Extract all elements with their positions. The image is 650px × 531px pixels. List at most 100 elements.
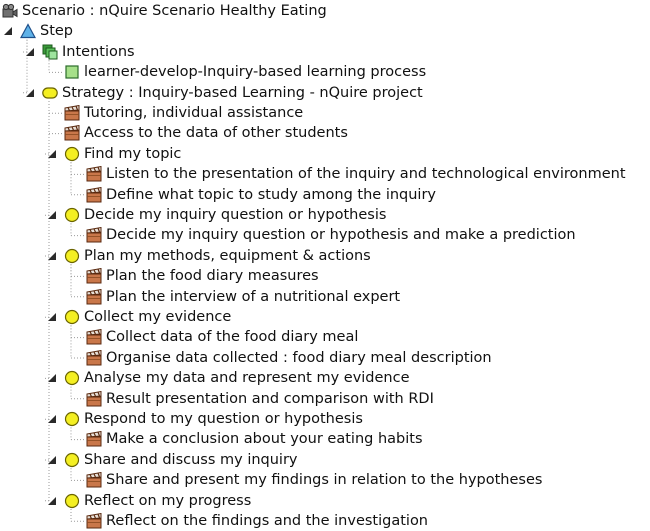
tree-row-phase-reflect-progress[interactable]: Reflect on my progress <box>46 491 251 511</box>
tree-item-label: Plan my methods, equipment & actions <box>84 247 371 264</box>
tree-item-label: Result presentation and comparison with … <box>106 390 434 407</box>
tree-item-label: Collect my evidence <box>84 309 232 325</box>
expand-toggle-icon[interactable] <box>46 495 58 507</box>
phase-icon <box>64 493 80 509</box>
tree-row-scenario[interactable]: Scenario : nQuire Scenario Healthy Eatin… <box>2 1 327 21</box>
expand-toggle-icon[interactable] <box>2 25 14 37</box>
phase-icon <box>64 146 80 162</box>
toggle-spacer <box>68 291 80 303</box>
phase-icon <box>64 309 80 325</box>
tree-item-label: Define what topic to study among the inq… <box>106 186 437 203</box>
tree-item-label: Make a conclusion about your eating habi… <box>106 431 423 448</box>
tree-item-label: Plan the food diary measures <box>106 268 319 285</box>
expand-toggle-icon[interactable] <box>46 413 58 425</box>
phase-icon <box>64 411 80 427</box>
tree-row-activity-collect-data[interactable]: Collect data of the food diary meal <box>68 327 358 347</box>
tree-row-activity-share-findings[interactable]: Share and present my findings in relatio… <box>68 470 542 490</box>
strategy-icon <box>42 85 58 101</box>
toggle-spacer <box>68 270 80 282</box>
tree-item-label: Reflect on my progress <box>84 492 252 509</box>
phase-icon <box>64 370 80 386</box>
tree-row-activity-organise-data[interactable]: Organise data collected : food diary mea… <box>68 348 492 368</box>
objective-icon <box>64 64 80 80</box>
intentions-icon <box>42 44 58 60</box>
tree-item-label: Respond to my question or hypothesis <box>84 411 363 427</box>
step-icon <box>20 23 36 39</box>
tree-row-phase-analyse-data[interactable]: Analyse my data and represent my evidenc… <box>46 368 410 388</box>
tree-item-label: Plan the interview of a nutritional expe… <box>106 288 401 305</box>
toggle-spacer <box>46 107 58 119</box>
tree-item-label: learner-develop-Inquiry-based learning p… <box>84 64 427 81</box>
tree-item-label: Find my topic <box>84 145 182 162</box>
tree-row-activity-reflect-findings[interactable]: Reflect on the findings and the investig… <box>68 511 428 531</box>
tree-item-label: Access to the data of other students <box>84 125 348 142</box>
toggle-spacer <box>68 168 80 180</box>
activity-icon <box>64 105 80 121</box>
tree-row-activity-tutoring[interactable]: Tutoring, individual assistance <box>46 103 303 123</box>
activity-icon <box>86 513 102 529</box>
tree-row-step[interactable]: Step <box>2 21 73 41</box>
activity-icon <box>86 186 102 203</box>
phase-icon <box>64 452 80 468</box>
activity-icon <box>86 268 102 284</box>
tree-row-activity-plan-interview[interactable]: Plan the interview of a nutritional expe… <box>68 287 400 307</box>
tree-row-activity-decide-question[interactable]: Decide my inquiry question or hypothesis… <box>68 225 576 245</box>
expand-toggle-icon[interactable] <box>46 250 58 262</box>
tree-row-activity-define-topic[interactable]: Define what topic to study among the inq… <box>68 185 436 205</box>
tree-row-activity-make-conclusion[interactable]: Make a conclusion about your eating habi… <box>68 429 423 449</box>
tree-item-label: Collect data of the food diary meal <box>106 329 359 346</box>
tree-row-phase-find-topic[interactable]: Find my topic <box>46 144 181 164</box>
toggle-spacer <box>46 66 58 78</box>
tree-item-label: Scenario : nQuire Scenario Healthy Eatin… <box>22 3 327 19</box>
expand-toggle-icon[interactable] <box>24 46 36 58</box>
expand-toggle-icon[interactable] <box>46 311 58 323</box>
toggle-spacer <box>68 515 80 527</box>
phase-icon <box>64 207 80 223</box>
tree-row-activity-listen[interactable]: Listen to the presentation of the inquir… <box>68 164 626 184</box>
tree-item-label: Decide my inquiry question or hypothesis… <box>106 227 576 244</box>
toggle-spacer <box>68 433 80 445</box>
activity-icon <box>86 349 102 366</box>
tree-item-label: Tutoring, individual assistance <box>84 105 304 121</box>
scenario-icon <box>2 3 18 19</box>
expand-toggle-icon[interactable] <box>46 454 58 466</box>
toggle-spacer <box>68 189 80 201</box>
activity-icon <box>86 329 102 345</box>
expand-toggle-icon[interactable] <box>46 209 58 221</box>
activity-icon <box>86 431 102 447</box>
toggle-spacer <box>68 393 80 405</box>
tree-row-activity-plan-food-diary[interactable]: Plan the food diary measures <box>68 266 319 286</box>
tree-item-label: Organise data collected : food diary mea… <box>106 349 492 366</box>
tree-item-label: Step <box>40 23 74 40</box>
tree-row-intention-1[interactable]: learner-develop-Inquiry-based learning p… <box>46 62 426 82</box>
tree-row-activity-result-presentation[interactable]: Result presentation and comparison with … <box>68 389 434 409</box>
activity-icon <box>86 390 102 407</box>
toggle-spacer <box>68 229 80 241</box>
tree-row-activity-access[interactable]: Access to the data of other students <box>46 123 348 143</box>
tree-row-intentions[interactable]: Intentions <box>24 42 135 62</box>
expand-toggle-icon[interactable] <box>46 372 58 384</box>
tree-item-label: Share and discuss my inquiry <box>84 451 298 468</box>
phase-icon <box>64 248 80 264</box>
tree-item-label: Analyse my data and represent my evidenc… <box>84 370 410 387</box>
toggle-spacer <box>68 474 80 486</box>
tree-row-phase-plan-methods[interactable]: Plan my methods, equipment & actions <box>46 246 371 266</box>
toggle-spacer <box>68 352 80 364</box>
toggle-spacer <box>46 127 58 139</box>
tree-row-strategy[interactable]: Strategy : Inquiry-based Learning - nQui… <box>24 83 423 103</box>
activity-icon <box>86 166 102 182</box>
tree-row-phase-collect-evidence[interactable]: Collect my evidence <box>46 307 231 327</box>
tree-item-label: Strategy : Inquiry-based Learning - nQui… <box>62 84 423 101</box>
activity-icon <box>86 227 102 243</box>
tree-item-label: Intentions <box>62 43 135 60</box>
tree-item-label: Share and present my findings in relatio… <box>106 472 543 489</box>
tree-row-phase-share-inquiry[interactable]: Share and discuss my inquiry <box>46 450 298 470</box>
tree-row-phase-respond-question[interactable]: Respond to my question or hypothesis <box>46 409 363 429</box>
tree-item-label: Reflect on the findings and the investig… <box>106 513 429 529</box>
activity-icon <box>86 472 102 488</box>
activity-icon <box>86 288 102 305</box>
tree-row-phase-decide-question[interactable]: Decide my inquiry question or hypothesis <box>46 205 386 225</box>
expand-toggle-icon[interactable] <box>46 148 58 160</box>
expand-toggle-icon[interactable] <box>24 87 36 99</box>
